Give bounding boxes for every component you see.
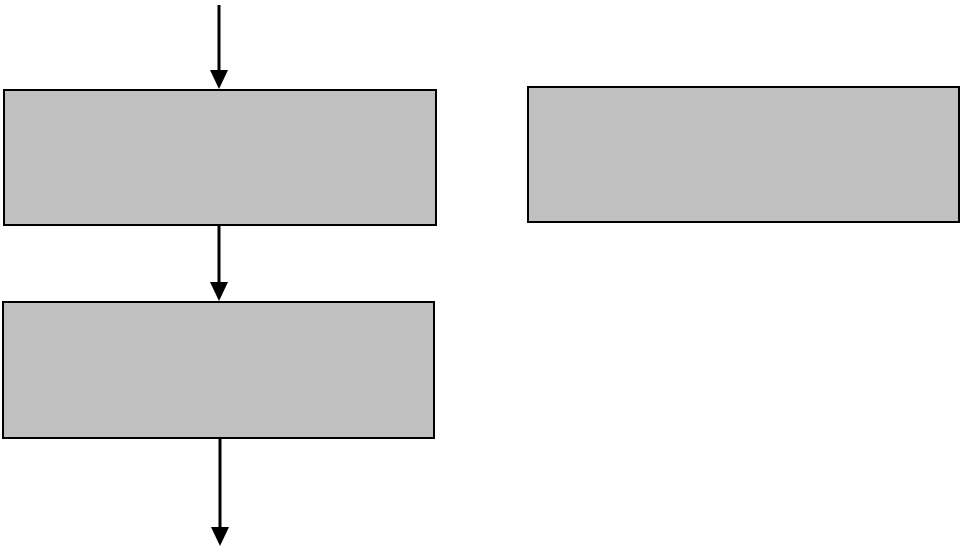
box-top-right bbox=[527, 86, 960, 223]
box-top-left bbox=[3, 89, 437, 226]
arrow-entry bbox=[210, 5, 228, 89]
arrow-exit bbox=[211, 438, 229, 546]
arrow-top-to-middle bbox=[210, 225, 228, 301]
box-middle-left bbox=[2, 301, 435, 439]
